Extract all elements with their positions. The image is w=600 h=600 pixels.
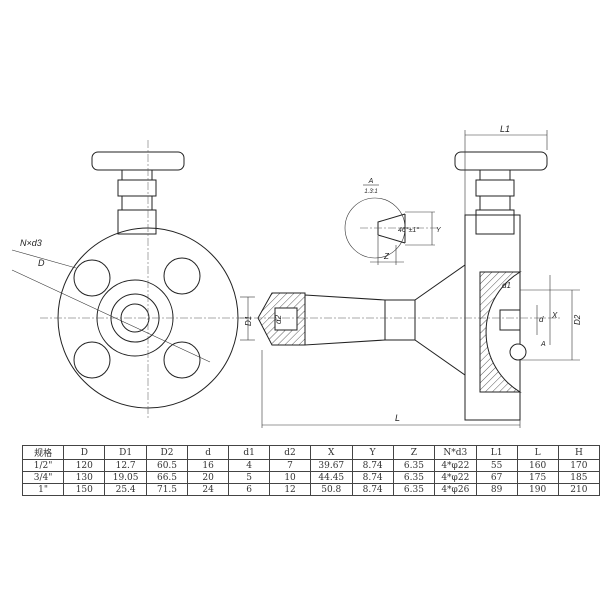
table-cell: 8.74 (351, 471, 394, 484)
bolt-hole (73, 259, 111, 297)
svg-text:Z: Z (383, 252, 390, 261)
svg-text:Y: Y (436, 227, 442, 234)
table-header-cell: D (63, 445, 106, 460)
table-header-cell: L1 (475, 445, 518, 460)
svg-text:A: A (540, 341, 546, 348)
svg-text:1.3:1: 1.3:1 (364, 189, 377, 195)
table-cell: 25.4 (104, 483, 147, 496)
table-cell: 44.45 (310, 471, 353, 484)
table-cell: 6 (228, 483, 271, 496)
detail-A: A 1.3:1 46°±1° Y Z (344, 178, 442, 265)
svg-text:d2: d2 (274, 315, 283, 324)
table-cell: 60.5 (145, 459, 189, 472)
handwheel-right (454, 151, 548, 171)
table-header-cell: H (557, 445, 600, 460)
table-cell: 170 (557, 459, 600, 472)
table-cell: 3/4" (21, 471, 65, 484)
svg-text:L1: L1 (500, 124, 510, 134)
table-cell: 4*φ22 (434, 471, 477, 484)
table-cell: 24 (187, 483, 230, 496)
table-cell: 150 (63, 483, 106, 496)
svg-text:d1: d1 (502, 281, 511, 290)
valve-drawing: N×d3 D A 1.3:1 46°±1° Y Z L1 (11, 124, 582, 428)
table-cell: 185 (557, 471, 600, 484)
table-cell: 1" (21, 483, 65, 496)
body-cone (304, 264, 466, 376)
table-cell: 39.67 (310, 459, 353, 472)
svg-text:X: X (551, 311, 558, 320)
table-cell: 5 (228, 471, 271, 484)
svg-text:L: L (395, 413, 400, 423)
table-cell: 4*φ22 (434, 459, 477, 472)
table-header-cell: 规格 (21, 445, 65, 460)
table-cell: 89 (475, 483, 518, 496)
table-cell: 12 (269, 483, 312, 496)
table-cell: 6.35 (392, 483, 436, 496)
bolt-hole (163, 341, 201, 379)
table-cell: 120 (63, 459, 106, 472)
table-cell: 130 (63, 471, 106, 484)
bolt-hole (73, 341, 111, 379)
flange-front-view: N×d3 D (11, 140, 250, 420)
table-cell: 55 (475, 459, 518, 472)
table-header-cell: L (516, 445, 559, 460)
table-header-cell: d (187, 445, 230, 460)
svg-text:d: d (539, 315, 544, 324)
valve-side-view: L1 D1 d2 D2 X d d1 A L (240, 124, 582, 428)
table-cell: 16 (187, 459, 230, 472)
table-cell: 4*φ26 (434, 483, 477, 496)
label-D: D (38, 258, 45, 268)
table-header-cell: Y (351, 445, 394, 460)
table-cell: 160 (516, 459, 559, 472)
table-header-cell: d1 (228, 445, 271, 460)
dim-D-line (11, 269, 211, 363)
handwheel-left (91, 151, 185, 171)
table-cell: 6.35 (392, 471, 436, 484)
table-header-cell: N*d3 (434, 445, 477, 460)
table-cell: 50.8 (310, 483, 353, 496)
table-header-cell: Z (392, 445, 436, 460)
table-cell: 71.5 (145, 483, 189, 496)
table-header-cell: D1 (104, 445, 147, 460)
table-cell: 8.74 (351, 483, 394, 496)
label-nxd3: N×d3 (20, 238, 42, 248)
table-cell: 4 (228, 459, 271, 472)
svg-text:46°±1°: 46°±1° (398, 226, 419, 234)
table-cell: 10 (269, 471, 312, 484)
table-cell: 7 (269, 459, 312, 472)
table-cell: 8.74 (351, 459, 394, 472)
svg-text:D1: D1 (244, 316, 253, 326)
table-cell: 20 (187, 471, 230, 484)
table-cell: 67 (475, 471, 518, 484)
svg-text:A: A (368, 178, 374, 185)
bolt-hole (163, 257, 201, 295)
table-header-cell: D2 (145, 445, 189, 460)
table-cell: 175 (516, 471, 559, 484)
table-cell: 1/2" (21, 459, 65, 472)
table-cell: 66.5 (145, 471, 189, 484)
table-cell: 190 (516, 483, 559, 496)
table-cell: 19.05 (104, 471, 147, 484)
table-header-cell: d2 (269, 445, 312, 460)
table-cell: 6.35 (392, 459, 436, 472)
table-cell: 12.7 (104, 459, 147, 472)
table-header-cell: X (310, 445, 353, 460)
svg-text:D2: D2 (573, 314, 582, 325)
table-cell: 210 (557, 483, 600, 496)
